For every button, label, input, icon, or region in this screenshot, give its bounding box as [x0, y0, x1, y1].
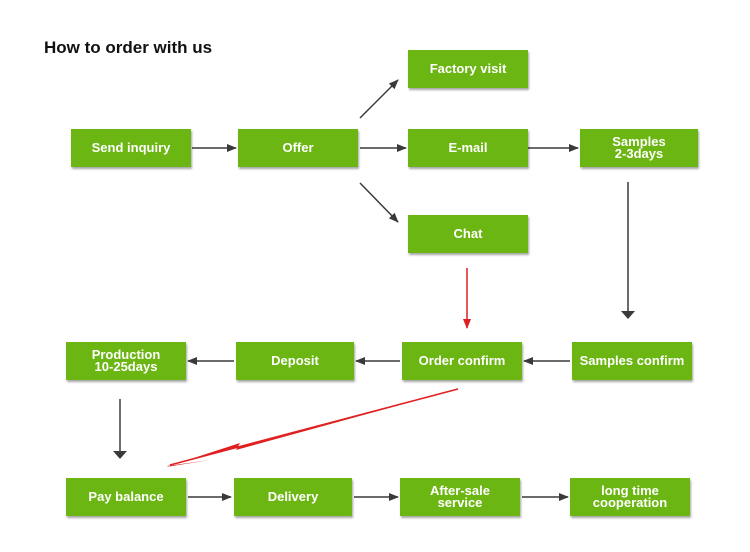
- node-label: Factory visit: [429, 61, 507, 76]
- arrow-offer-to-factory: [359, 79, 399, 119]
- node-label: Deposit: [271, 353, 319, 368]
- node-production: Production 10-25days: [66, 342, 186, 380]
- node-label: long time: [601, 483, 659, 498]
- page-title: How to order with us: [44, 38, 213, 57]
- node-samples-confirm: Samples confirm: [572, 342, 692, 380]
- node-sublabel: 10-25days: [94, 359, 158, 374]
- node-label: E-mail: [448, 140, 488, 155]
- node-label: Samples: [612, 134, 666, 149]
- node-sublabel: service: [437, 495, 483, 510]
- arrow-offer-to-chat: [359, 182, 399, 223]
- node-email: E-mail: [408, 129, 528, 167]
- node-sublabel: 2-3days: [614, 146, 664, 161]
- node-long-time: long time cooperation: [570, 478, 690, 516]
- node-pay-balance: Pay balance: [66, 478, 186, 516]
- node-label: After-sale: [430, 483, 490, 498]
- node-delivery: Delivery: [234, 478, 352, 516]
- node-after-sale: After-sale service: [400, 478, 520, 516]
- node-label: Chat: [453, 226, 483, 241]
- node-order-confirm: Order confirm: [402, 342, 522, 380]
- node-label: Send inquiry: [91, 140, 171, 155]
- node-offer: Offer: [238, 129, 358, 167]
- node-label: Order confirm: [418, 353, 506, 368]
- node-chat: Chat: [408, 215, 528, 253]
- node-samples: Samples 2-3days: [580, 129, 698, 167]
- node-label: Delivery: [267, 489, 319, 504]
- node-label: Production: [91, 347, 161, 362]
- node-label: Samples confirm: [579, 353, 685, 368]
- node-send-inquiry: Send inquiry: [71, 129, 191, 167]
- node-deposit: Deposit: [236, 342, 354, 380]
- node-factory-visit: Factory visit: [408, 50, 528, 88]
- node-sublabel: cooperation: [592, 495, 668, 510]
- node-label: Offer: [282, 140, 314, 155]
- node-label: Pay balance: [88, 489, 164, 504]
